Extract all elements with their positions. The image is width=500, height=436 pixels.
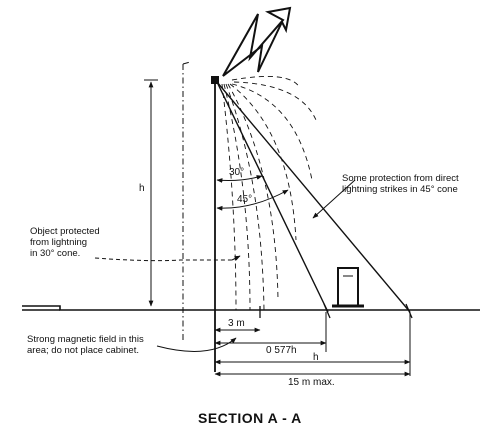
height-dimension [144,79,158,307]
magnetic-warning-label: Strong magnetic field in this area; do n… [27,334,144,356]
mast-outline-dashed [182,61,191,340]
lightning-mast [211,76,219,372]
angle-45-label: 45° [237,194,253,205]
dimension-h-label: h [313,352,319,363]
dimension-15m-label: 15 m max. [288,377,335,388]
protection-45-label: Some protection from direct lightning st… [342,173,459,195]
ground-line [22,305,480,311]
dimension-3m-label: 3 m [228,318,245,329]
dimension-0577h-label: 0 577h [266,345,297,356]
angle-30-label: 30° [229,167,245,178]
section-caption: SECTION A - A [198,410,302,426]
angle-arc-30 [216,175,263,183]
lightning-bolt-icon [222,6,292,77]
cabinet [332,267,364,308]
ground-ticks [259,303,413,319]
object-protected-label: Object protected from lightning in 30° c… [30,226,100,259]
angle-arc-45 [216,189,289,211]
leader-lines [94,179,356,352]
height-label: h [139,183,145,194]
